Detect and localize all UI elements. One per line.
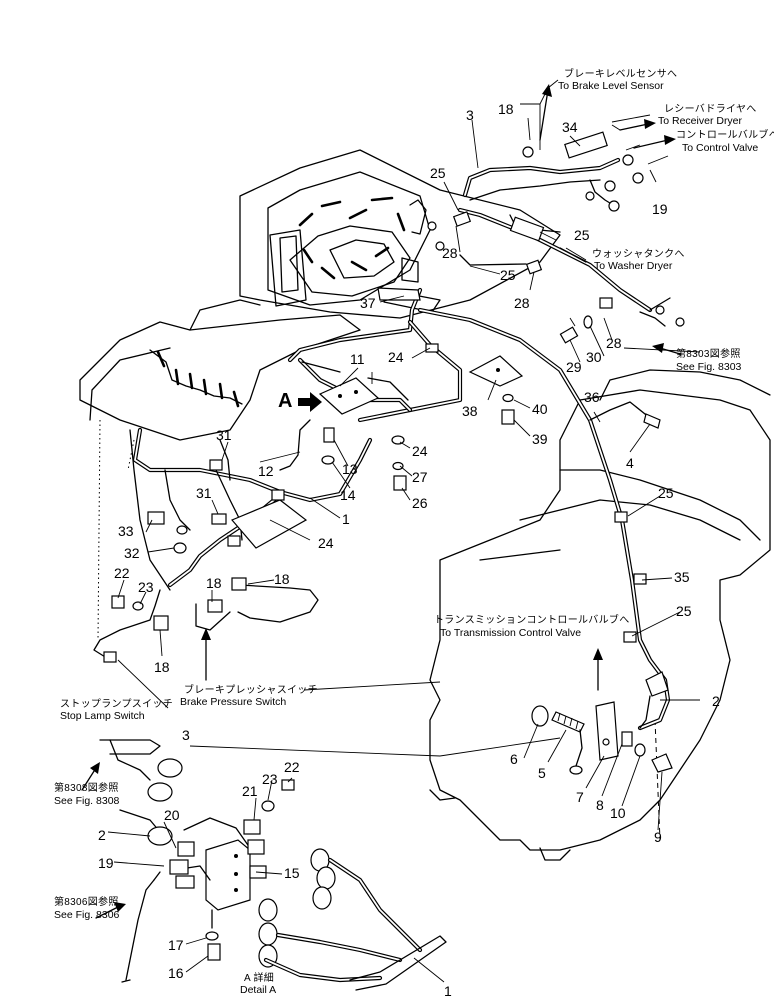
part-number: 16 (168, 965, 184, 981)
detail-a-en: Detail A (240, 984, 277, 996)
part-number: 24 (388, 349, 404, 365)
transmission-jp: トランスミッションコントロールバルブへ (434, 615, 630, 626)
part-number: 11 (350, 351, 365, 367)
part-number: 15 (284, 865, 300, 881)
fig8303-jp: 第8303図参照 (676, 349, 741, 360)
part-number: 23 (262, 771, 278, 787)
part-number: 9 (654, 829, 662, 845)
fig8306-en: See Fig. 8306 (54, 909, 120, 921)
pressure-switch-parts (531, 701, 673, 775)
receiver-jp: レシーバドライヤへ (664, 104, 757, 115)
left-console (79, 299, 361, 641)
part-number: 27 (412, 469, 428, 485)
part-number: 3 (182, 727, 190, 743)
part-number: 18 (154, 659, 170, 675)
brake-pressure-jp: ブレーキプレッシャスイッチ (184, 685, 318, 696)
part-number: 12 (258, 463, 274, 479)
part-number: 18 (206, 575, 222, 591)
part-number: 29 (566, 359, 582, 375)
part-number: 25 (574, 227, 590, 243)
clamps (103, 131, 685, 729)
part-number: 18 (498, 101, 514, 117)
part-number: 32 (124, 545, 140, 561)
part-number: 26 (412, 495, 428, 511)
part-number: 23 (138, 579, 154, 595)
part-number: 37 (360, 295, 376, 311)
harness-lines (93, 157, 671, 731)
part-number: 5 (538, 765, 546, 781)
transmission-en: To Transmission Control Valve (440, 627, 582, 639)
fig8306-jp: 第8306図参照 (54, 897, 119, 908)
part-number: 24 (318, 535, 334, 551)
part-number: 17 (168, 937, 184, 953)
part-number: 22 (284, 759, 300, 775)
part-number: 21 (242, 783, 258, 799)
part-number: 19 (652, 201, 668, 217)
part-number: 19 (98, 855, 114, 871)
stop-lamp-jp: ストップランプスイッチ (60, 699, 173, 710)
part-number: 25 (500, 267, 516, 283)
part-number: 30 (586, 349, 602, 365)
washer-en: To Washer Dryer (594, 260, 673, 272)
part-number: 28 (442, 245, 458, 261)
part-number: 28 (606, 335, 622, 351)
part-number: 22 (114, 565, 130, 581)
part-number: 14 (340, 487, 356, 503)
dashboard-panel (239, 149, 561, 319)
part-number: 13 (342, 461, 358, 477)
part-number: 25 (658, 485, 674, 501)
part-number: 2 (712, 693, 720, 709)
part-number: 1 (444, 983, 452, 999)
part-number: 6 (510, 751, 518, 767)
part-number: 25 (676, 603, 692, 619)
fig8308-en: See Fig. 8308 (54, 795, 120, 807)
brake-pressure-en: Brake Pressure Switch (180, 696, 287, 708)
part-number: 20 (164, 807, 180, 823)
part-number: 38 (462, 403, 478, 419)
transmission-housing (429, 369, 771, 861)
detail-a-jp: A 詳細 (244, 973, 275, 984)
control-valve-jp: コントロールバルブへ (676, 130, 774, 141)
part-number: 31 (216, 427, 232, 443)
part-number: 18 (274, 571, 290, 587)
part-number: 31 (196, 485, 212, 501)
part-number: 25 (430, 165, 446, 181)
stop-lamp-en: Stop Lamp Switch (60, 710, 145, 722)
part-number: 8 (596, 797, 604, 813)
part-number: 35 (674, 569, 690, 585)
part-number: 36 (584, 389, 600, 405)
view-marker-a: A (278, 390, 293, 412)
brake-level-en: To Brake Level Sensor (558, 80, 664, 92)
part-number: 4 (626, 455, 634, 471)
leader-lines (81, 79, 701, 983)
part-number: 2 (98, 827, 106, 843)
part-number: 10 (610, 805, 626, 821)
fig8303-en: See Fig. 8303 (676, 361, 742, 373)
part-number: 1 (342, 511, 350, 527)
washer-jp: ウォッシャタンクへ (592, 249, 685, 260)
control-valve-en: To Control Valve (682, 142, 759, 154)
part-number: 24 (412, 443, 428, 459)
fig8308-jp: 第8308図参照 (54, 783, 119, 794)
part-number: 28 (514, 295, 530, 311)
part-number: 7 (576, 789, 584, 805)
part-number: 33 (118, 523, 134, 539)
brake-level-jp: ブレーキレベルセンサへ (564, 69, 678, 80)
part-number: 39 (532, 431, 548, 447)
part-number: 40 (532, 401, 548, 417)
receiver-en: To Receiver Dryer (658, 115, 743, 127)
part-number: 34 (562, 119, 578, 135)
part-number: 3 (466, 107, 474, 123)
